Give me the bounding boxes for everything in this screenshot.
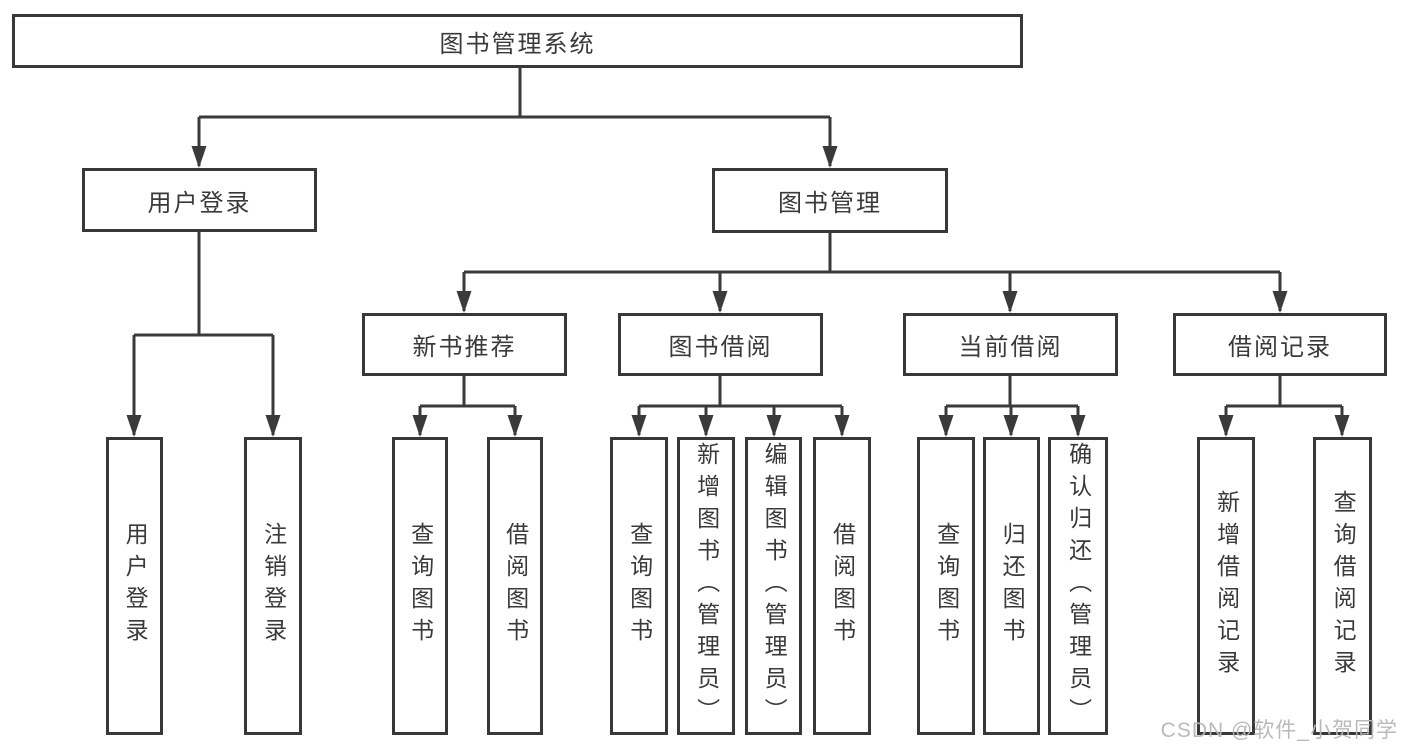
connector-edges: [132, 68, 1344, 435]
arrow-down-icon: [712, 291, 728, 313]
connector-new-books-children: [418, 376, 517, 435]
leaf-newbooks-borrow-books: 借阅图书: [487, 437, 543, 735]
leaf-current-query-books-label: 查询图书: [933, 522, 960, 650]
node-borrowing: 图书借阅: [618, 313, 823, 376]
leaf-newbooks-query-books: 查询图书: [392, 437, 448, 735]
leaf-current-return-books: 归还图书: [983, 437, 1040, 735]
arrow-down-icon: [507, 415, 523, 437]
node-root-label: 图书管理系统: [439, 30, 596, 58]
arrow-down-icon: [631, 415, 647, 437]
arrow-down-icon: [766, 415, 782, 437]
leaf-borrowing-borrow-books: 借阅图书: [813, 437, 871, 735]
node-new-books: 新书推荐: [362, 313, 567, 376]
connector-root-to-level2: [197, 68, 832, 166]
arrow-down-icon: [412, 415, 428, 437]
leaf-borrowing-add-books-admin-label: 新增图书（管理员）: [693, 442, 720, 730]
leaf-records-add-record: 新增借阅记录: [1197, 437, 1255, 735]
leaf-records-query-record: 查询借阅记录: [1313, 437, 1372, 735]
arrow-down-icon: [938, 415, 954, 437]
node-user-login-label: 用户登录: [147, 189, 252, 217]
leaf-records-add-record-label: 新增借阅记录: [1213, 490, 1240, 682]
leaf-borrowing-query-books-label: 查询图书: [626, 522, 653, 650]
node-book-mgmt-label: 图书管理: [778, 190, 882, 217]
leaf-logout-label: 注销登录: [260, 522, 287, 650]
arrow-down-icon: [822, 146, 838, 168]
leaf-borrowing-query-books: 查询图书: [610, 437, 668, 735]
leaf-newbooks-borrow-books-label: 借阅图书: [502, 522, 529, 650]
connector-borrowing-children: [637, 376, 844, 435]
leaf-current-confirm-return-admin: 确认归还（管理员）: [1048, 437, 1108, 735]
node-borrow-records-label: 借阅记录: [1228, 334, 1332, 361]
connector-user-login-children: [132, 232, 275, 435]
arrow-down-icon: [265, 415, 281, 437]
node-user-login: 用户登录: [82, 168, 317, 232]
connector-arrowheads: [126, 146, 1350, 437]
leaf-records-query-record-label: 查询借阅记录: [1330, 490, 1357, 682]
leaf-user-login-label: 用户登录: [122, 522, 149, 650]
leaf-borrowing-add-books-admin: 新增图书（管理员）: [677, 437, 735, 735]
arrow-down-icon: [834, 415, 850, 437]
connector-book-mgmt-children: [462, 233, 1282, 311]
node-borrowing-label: 图书借阅: [668, 334, 773, 361]
leaf-borrowing-borrow-books-label: 借阅图书: [829, 522, 856, 650]
leaf-logout: 注销登录: [244, 437, 302, 735]
node-current-borrow-label: 当前借阅: [958, 334, 1063, 361]
node-book-mgmt: 图书管理: [712, 168, 948, 233]
arrow-down-icon: [1003, 415, 1019, 437]
arrow-down-icon: [456, 291, 472, 313]
watermark: CSDN @软件_小贺同学: [1160, 719, 1398, 742]
node-borrow-records: 借阅记录: [1173, 313, 1387, 376]
leaf-newbooks-query-books-label: 查询图书: [407, 522, 434, 650]
leaf-user-login: 用户登录: [106, 437, 163, 735]
leaf-borrowing-edit-books-admin-label: 编辑图书（管理员）: [761, 442, 788, 730]
node-current-borrow: 当前借阅: [903, 313, 1118, 376]
leaf-current-return-books-label: 归还图书: [999, 522, 1026, 650]
leaf-current-confirm-return-admin-label: 确认归还（管理员）: [1065, 442, 1092, 730]
arrow-down-icon: [191, 146, 207, 168]
node-root: 图书管理系统: [12, 14, 1023, 68]
arrow-down-icon: [1002, 291, 1018, 313]
arrow-down-icon: [1070, 415, 1086, 437]
arrow-down-icon: [1272, 291, 1288, 313]
connector-records-children: [1224, 376, 1344, 435]
arrow-down-icon: [698, 415, 714, 437]
arrow-down-icon: [1334, 415, 1350, 437]
leaf-borrowing-edit-books-admin: 编辑图书（管理员）: [745, 437, 802, 735]
arrow-down-icon: [1218, 415, 1234, 437]
node-new-books-label: 新书推荐: [412, 334, 517, 361]
arrow-down-icon: [126, 415, 142, 437]
leaf-current-query-books: 查询图书: [917, 437, 975, 735]
